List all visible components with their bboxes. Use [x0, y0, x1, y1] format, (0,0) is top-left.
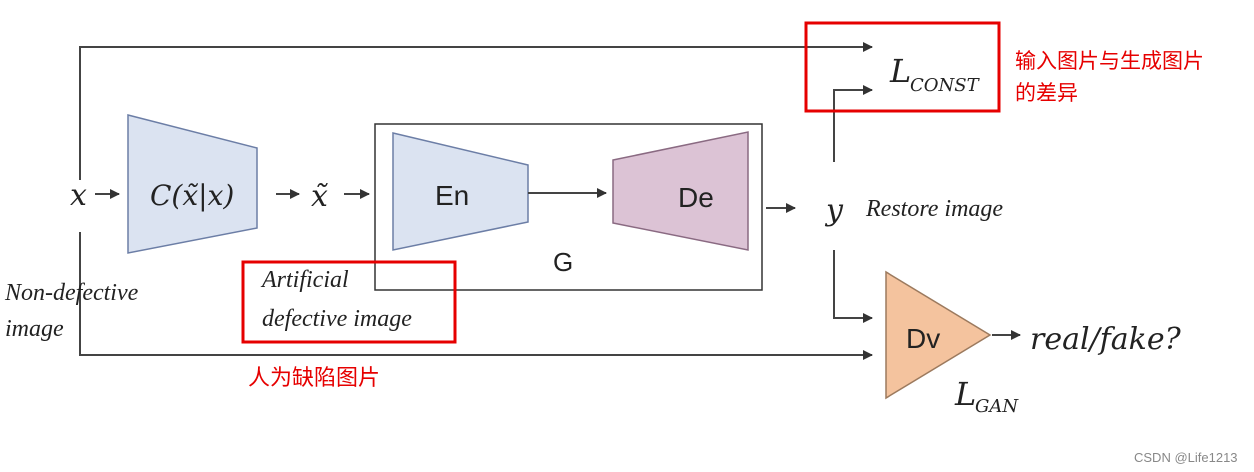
arrow-y-to-lconst: [833, 85, 873, 162]
skip-line-bottom: [79, 232, 873, 360]
input-x-label: x: [70, 178, 87, 213]
real-fake-label: real/fake?: [1030, 322, 1182, 357]
restore-image-label: Restore image: [865, 196, 1003, 222]
generator-box: [374, 123, 763, 291]
skip-line-top: [79, 42, 873, 180]
discriminator-triangle: [885, 270, 992, 400]
defective-image-label: defective image: [262, 306, 412, 332]
lconst-highlight-box: [804, 21, 1001, 113]
encoder-trapezoid: [392, 132, 529, 251]
condition-formula-label: C(x̃|x): [150, 179, 234, 212]
discriminator-label: Dv: [906, 323, 940, 354]
generator-label: G: [553, 247, 573, 277]
decoder-label: De: [678, 182, 714, 213]
lconst-main: L: [889, 52, 911, 90]
condition-trapezoid: [127, 114, 258, 254]
defect-note: 人为缺陷图片: [248, 366, 380, 391]
lconst-subscript: CONST: [910, 75, 981, 96]
lconst-note-line2: 的差异: [1015, 81, 1078, 105]
lconst-note-line1: 输入图片与生成图片: [1015, 49, 1204, 73]
decoder-trapezoid: [612, 131, 749, 251]
non-defective-image-label: image: [5, 316, 64, 342]
artificial-label: Artificial: [260, 267, 349, 293]
artificial-highlight-box: [241, 260, 457, 344]
watermark: CSDN @Life1213: [1134, 450, 1238, 465]
encoder-label: En: [435, 180, 469, 211]
non-defective-label: Non-defective: [4, 280, 139, 306]
x-tilde-label: x̃: [311, 179, 329, 214]
lgan-subscript: GAN: [975, 396, 1019, 417]
output-y-label: y: [824, 193, 844, 228]
arrow-y-to-discriminator: [833, 250, 873, 323]
lgan-main: L: [954, 375, 976, 413]
